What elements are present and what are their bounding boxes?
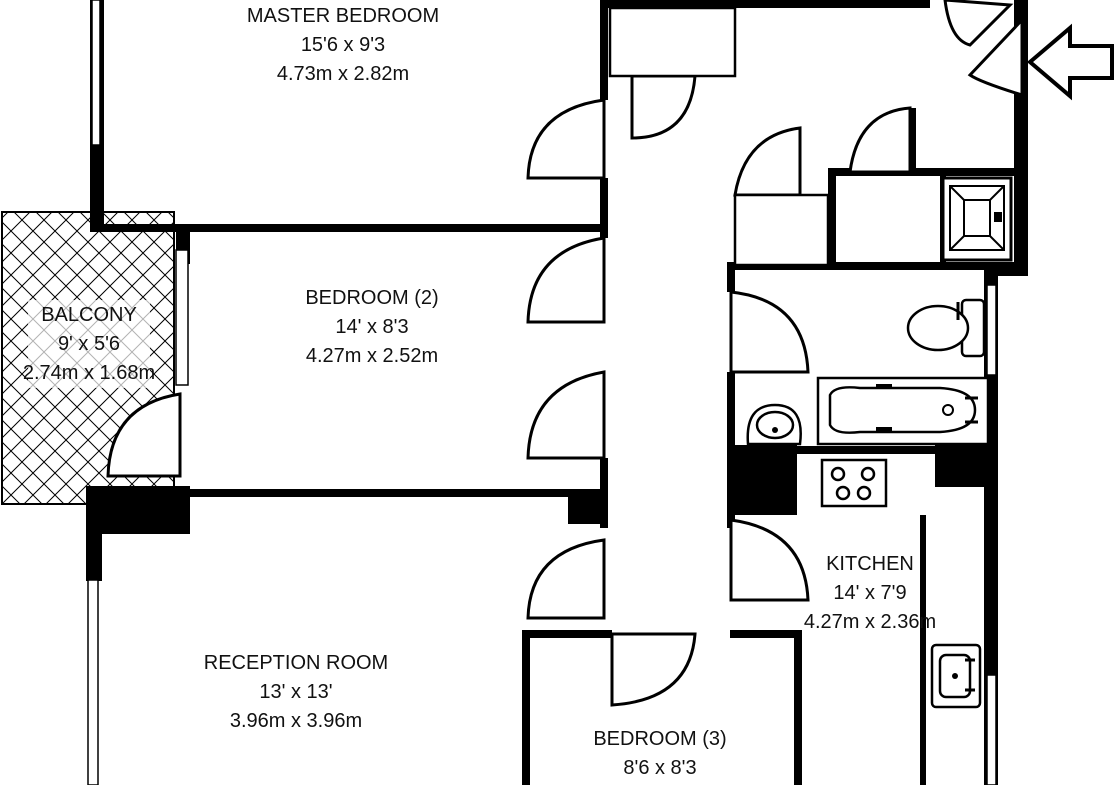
kitchen-imperial: 14' x 7'9: [833, 582, 906, 604]
master-bedroom-metric: 4.73m x 2.82m: [277, 63, 409, 85]
bedroom-2-name: BEDROOM (2): [305, 287, 438, 309]
balcony-name: BALCONY: [41, 304, 137, 326]
toilet-icon: [906, 298, 986, 358]
label-kitchen: KITCHEN 14' x 7'9 4.27m x 2.36m: [804, 553, 936, 633]
balcony-imperial: 9' x 5'6: [58, 333, 120, 355]
wash-basin-icon: [746, 403, 802, 446]
hob-icon: [820, 458, 888, 508]
bedroom-2-imperial: 14' x 8'3: [335, 316, 408, 338]
doors: [106, 0, 1024, 707]
bedroom-3-name: BEDROOM (3): [593, 728, 726, 750]
kitchen-sink-icon: [930, 643, 982, 709]
master-bedroom-imperial: 15'6 x 9'3: [301, 34, 385, 56]
bedroom-2-metric: 4.27m x 2.52m: [306, 345, 438, 367]
kitchen-name: KITCHEN: [826, 553, 914, 575]
label-reception: RECEPTION ROOM 13' x 13' 3.96m x 3.96m: [204, 652, 388, 732]
reception-metric: 3.96m x 3.96m: [230, 710, 362, 732]
kitchen-metric: 4.27m x 2.36m: [804, 611, 936, 633]
balcony-metric: 2.74m x 1.68m: [23, 362, 155, 384]
bathtub-icon: [816, 376, 990, 446]
master-bedroom-name: MASTER BEDROOM: [247, 5, 439, 27]
entrance-arrow-icon: [1026, 23, 1114, 101]
shower-tray-icon: [941, 176, 1013, 262]
bedroom-3-imperial: 8'6 x 8'3: [623, 757, 696, 779]
label-bedroom-2: BEDROOM (2) 14' x 8'3 4.27m x 2.52m: [305, 287, 438, 367]
label-bedroom-3: BEDROOM (3) 8'6 x 8'3: [593, 728, 726, 779]
label-master-bedroom: MASTER BEDROOM 15'6 x 9'3 4.73m x 2.82m: [247, 5, 439, 85]
label-balcony: BALCONY 9' x 5'6 2.74m x 1.68m: [23, 300, 155, 388]
reception-imperial: 13' x 13': [259, 681, 332, 703]
reception-name: RECEPTION ROOM: [204, 652, 388, 674]
